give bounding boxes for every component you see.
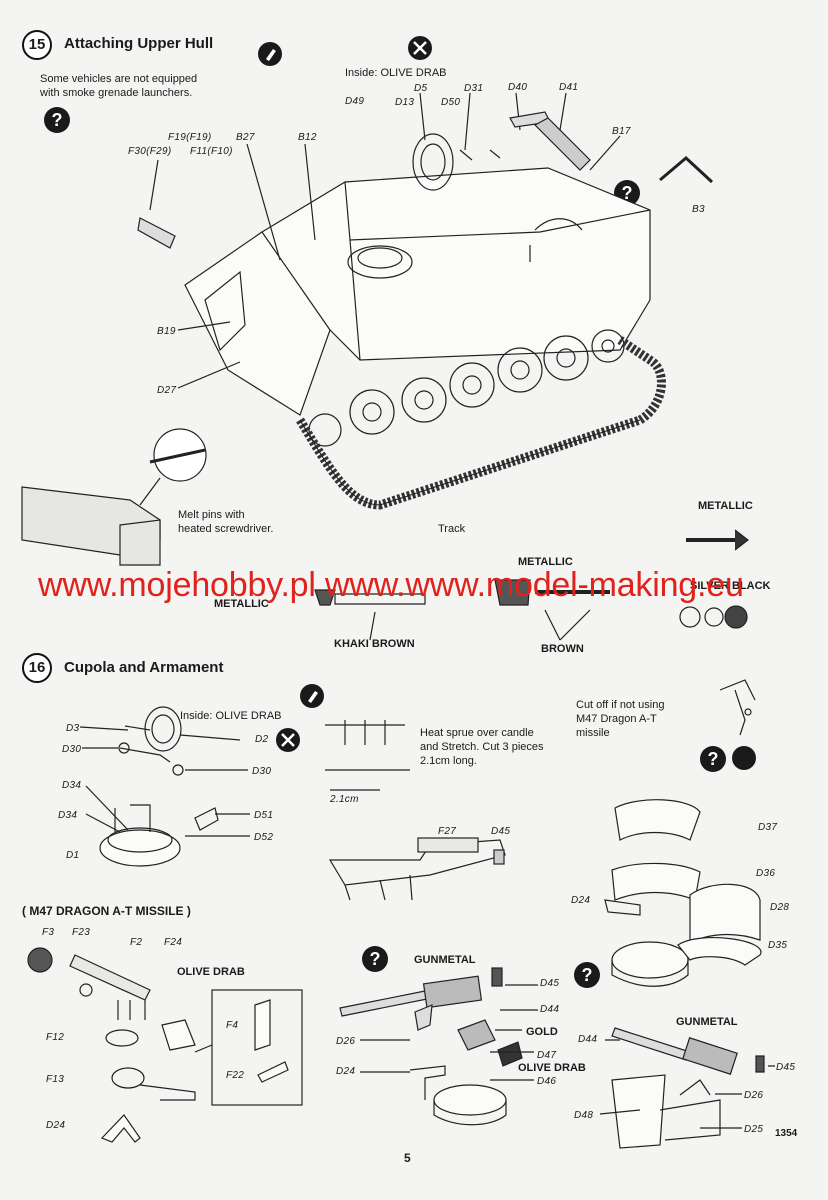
part-label: D26: [336, 1036, 356, 1047]
step-16-title: Cupola and Armament: [64, 659, 224, 676]
part-label: D30: [62, 744, 82, 755]
heat-sprue-note: Heat sprue over candle and Stretch. Cut …: [420, 727, 544, 767]
color-gunmetal: GUNMETAL: [414, 954, 476, 966]
color-olive-drab-2: OLIVE DRAB: [518, 1062, 586, 1074]
part-label: D28: [770, 902, 790, 913]
part-label: D52: [254, 832, 274, 843]
melt-note: Melt pins with heated screwdriver.: [178, 509, 274, 535]
color-olive-drab: OLIVE DRAB: [177, 966, 245, 978]
part-label: D45: [540, 978, 560, 989]
part-label: D45: [776, 1062, 796, 1073]
part-label: D25: [744, 1124, 764, 1135]
part-label: D36: [756, 868, 776, 879]
part-label: F4: [226, 1020, 239, 1031]
part-label: D24: [571, 895, 591, 906]
color-khaki-brown: KHAKI BROWN: [334, 638, 415, 650]
part-label: D50: [441, 97, 461, 108]
part-label: F27: [438, 826, 457, 837]
part-label: F13: [46, 1074, 65, 1085]
part-label: D35: [768, 940, 788, 951]
kit-code: 1354: [775, 1128, 798, 1139]
part-label: D37: [758, 822, 778, 833]
part-label: B19: [157, 326, 176, 337]
part-label: F24: [164, 937, 183, 948]
color-silver-black: SILVER BLACK: [690, 580, 771, 592]
part-label: D13: [395, 97, 415, 108]
glue-icon-glyph: [308, 691, 318, 703]
part-label: D34: [58, 810, 78, 821]
part-label: F22: [226, 1070, 245, 1081]
part-label: B12: [298, 132, 317, 143]
question-icon: ?: [700, 746, 726, 772]
glue-icon: [258, 42, 282, 66]
inside-olive-drab-16: Inside: OLIVE DRAB: [180, 710, 282, 722]
part-label: F2: [130, 937, 143, 948]
glue-icon-glyph: [266, 49, 276, 61]
part-label: B17: [612, 126, 631, 137]
color-metallic: METALLIC: [214, 598, 269, 610]
part-label: F30(F29): [128, 146, 172, 157]
part-label: D24: [336, 1066, 356, 1077]
part-label: D46: [537, 1076, 557, 1087]
question-icon: ?: [44, 107, 70, 133]
page-number: 5: [404, 1151, 411, 1165]
part-label: D31: [464, 83, 484, 94]
part-label: D34: [62, 780, 82, 791]
step-15-number: 15: [22, 30, 52, 60]
part-label: D45: [491, 826, 511, 837]
part-label: D47: [537, 1050, 557, 1061]
part-label: D49: [345, 96, 365, 107]
part-label: D41: [559, 82, 579, 93]
part-label: D26: [744, 1090, 764, 1101]
color-metallic: METALLIC: [698, 500, 753, 512]
track-label: Track: [438, 523, 466, 535]
part-label: B27: [236, 132, 255, 143]
part-label: B3: [692, 204, 705, 215]
color-gold: GOLD: [526, 1026, 558, 1038]
missile-title: ( M47 DRAGON A-T MISSILE ): [22, 904, 191, 918]
part-label: D30: [252, 766, 272, 777]
part-label: D51: [254, 810, 274, 821]
part-label: D5: [414, 83, 428, 94]
cut-off-note: Cut off if not using M47 Dragon A-T miss…: [576, 699, 665, 739]
part-label: D48: [574, 1110, 594, 1121]
cut-icon: [732, 746, 756, 770]
part-label: D27: [157, 385, 177, 396]
part-label: F12: [46, 1032, 65, 1043]
color-brown: BROWN: [541, 643, 584, 655]
part-label: D44: [540, 1004, 560, 1015]
color-gunmetal-2: GUNMETAL: [676, 1016, 738, 1028]
part-label: F3: [42, 927, 55, 938]
color-metallic: METALLIC: [518, 556, 573, 568]
no-glue-icon: [408, 36, 432, 60]
smoke-note: Some vehicles are not equipped with smok…: [40, 73, 198, 99]
part-label: D40: [508, 82, 528, 93]
part-label: D1: [66, 850, 80, 861]
step-15-title: Attaching Upper Hull: [64, 35, 214, 52]
inside-olive-drab-15: Inside: OLIVE DRAB: [345, 67, 447, 79]
part-label: D3: [66, 723, 80, 734]
step-16-number: 16: [22, 653, 52, 683]
part-label: F23: [72, 927, 91, 938]
glue-icon: [300, 684, 324, 708]
question-icon: ?: [574, 962, 600, 988]
part-label: D44: [578, 1034, 598, 1045]
measure-label: 2.1cm: [330, 794, 359, 805]
part-label: F19(F19): [168, 132, 212, 143]
watermark-text: www.mojehobby.pl www.www.model-making.eu: [38, 566, 744, 604]
no-glue-glyph: [413, 41, 427, 55]
part-label: D24: [46, 1120, 66, 1131]
part-label: D2: [255, 734, 269, 745]
question-icon: ?: [362, 946, 388, 972]
no-glue-icon: [276, 728, 300, 752]
part-label: F11(F10): [190, 146, 233, 157]
no-glue-glyph: [281, 733, 295, 747]
